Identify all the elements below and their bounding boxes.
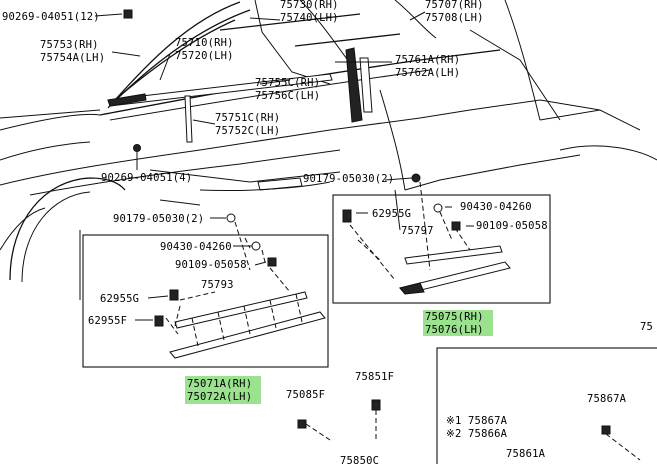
label-75710[interactable]: 75710(RH) (175, 37, 234, 49)
label-75707[interactable]: 75707(RH) (425, 0, 484, 11)
label-75075[interactable]: 75075(RH) (425, 311, 484, 323)
label-90269-04051-4[interactable]: 90269-04051(4) (101, 172, 192, 184)
label-75708[interactable]: 75708(LH) (425, 12, 484, 24)
label-62955G-front[interactable]: 62955G (100, 293, 139, 305)
label-75851F[interactable]: 75851F (355, 371, 394, 383)
label-75797[interactable]: 75797 (401, 225, 434, 237)
label-75-partial[interactable]: 75 (640, 321, 653, 333)
label-75850C[interactable]: 75850C (340, 455, 379, 464)
label-75085F[interactable]: 75085F (286, 389, 325, 401)
small-fasteners (123, 9, 641, 461)
label-75755C[interactable]: 75755C(RH) (255, 77, 320, 89)
label-75867A-note1[interactable]: ※1 75867A (446, 415, 508, 427)
label-62955F[interactable]: 62955F (88, 315, 127, 327)
label-75867A-right[interactable]: 75867A (587, 393, 627, 405)
label-75793[interactable]: 75793 (201, 279, 234, 291)
label-75752C[interactable]: 75752C(LH) (215, 125, 280, 137)
label-75720[interactable]: 75720(LH) (175, 50, 234, 62)
front-door-molding-box (82, 234, 329, 368)
label-75730[interactable]: 75730(RH) (280, 0, 339, 11)
label-75861A[interactable]: 75861A (506, 448, 546, 460)
label-75072A[interactable]: 75072A(LH) (187, 391, 252, 403)
label-75754A[interactable]: 75754A(LH) (40, 52, 105, 64)
label-90269-04051-12[interactable]: 90269-04051(12) (2, 11, 100, 23)
label-90179-05030-upper[interactable]: 90179-05030(2) (303, 173, 394, 185)
label-75740[interactable]: 75740(LH) (280, 12, 339, 24)
label-75756C[interactable]: 75756C(LH) (255, 90, 320, 102)
highlight-75071A (185, 376, 261, 404)
label-75076[interactable]: 75076(LH) (425, 324, 484, 336)
label-75751C[interactable]: 75751C(RH) (215, 112, 280, 124)
rear-door-molding-box (332, 194, 551, 304)
label-75761A[interactable]: 75761A(RH) (395, 54, 460, 66)
rear-door-molding-parts (342, 173, 511, 295)
label-90109-05058-front[interactable]: 90109-05058 (175, 259, 247, 271)
highlight-75075 (423, 310, 493, 336)
label-90109-05058-rear[interactable]: 90109-05058 (476, 220, 548, 232)
front-door-molding-parts (154, 221, 326, 359)
label-62955G-rear[interactable]: 62955G (372, 208, 411, 220)
label-75762A[interactable]: 75762A(LH) (395, 67, 460, 79)
label-90179-05030-lower[interactable]: 90179-05030(2) (113, 213, 204, 225)
label-75071A[interactable]: 75071A(RH) (187, 378, 252, 390)
label-90430-04260-front[interactable]: 90430-04260 (160, 241, 232, 253)
lower-right-box (436, 347, 657, 464)
label-90430-04260-rear[interactable]: 90430-04260 (460, 201, 532, 213)
car-body-outline (0, 0, 657, 300)
label-75753[interactable]: 75753(RH) (40, 39, 99, 51)
label-75866A-note2[interactable]: ※2 75866A (446, 428, 508, 440)
leader-lines (0, 11, 474, 321)
